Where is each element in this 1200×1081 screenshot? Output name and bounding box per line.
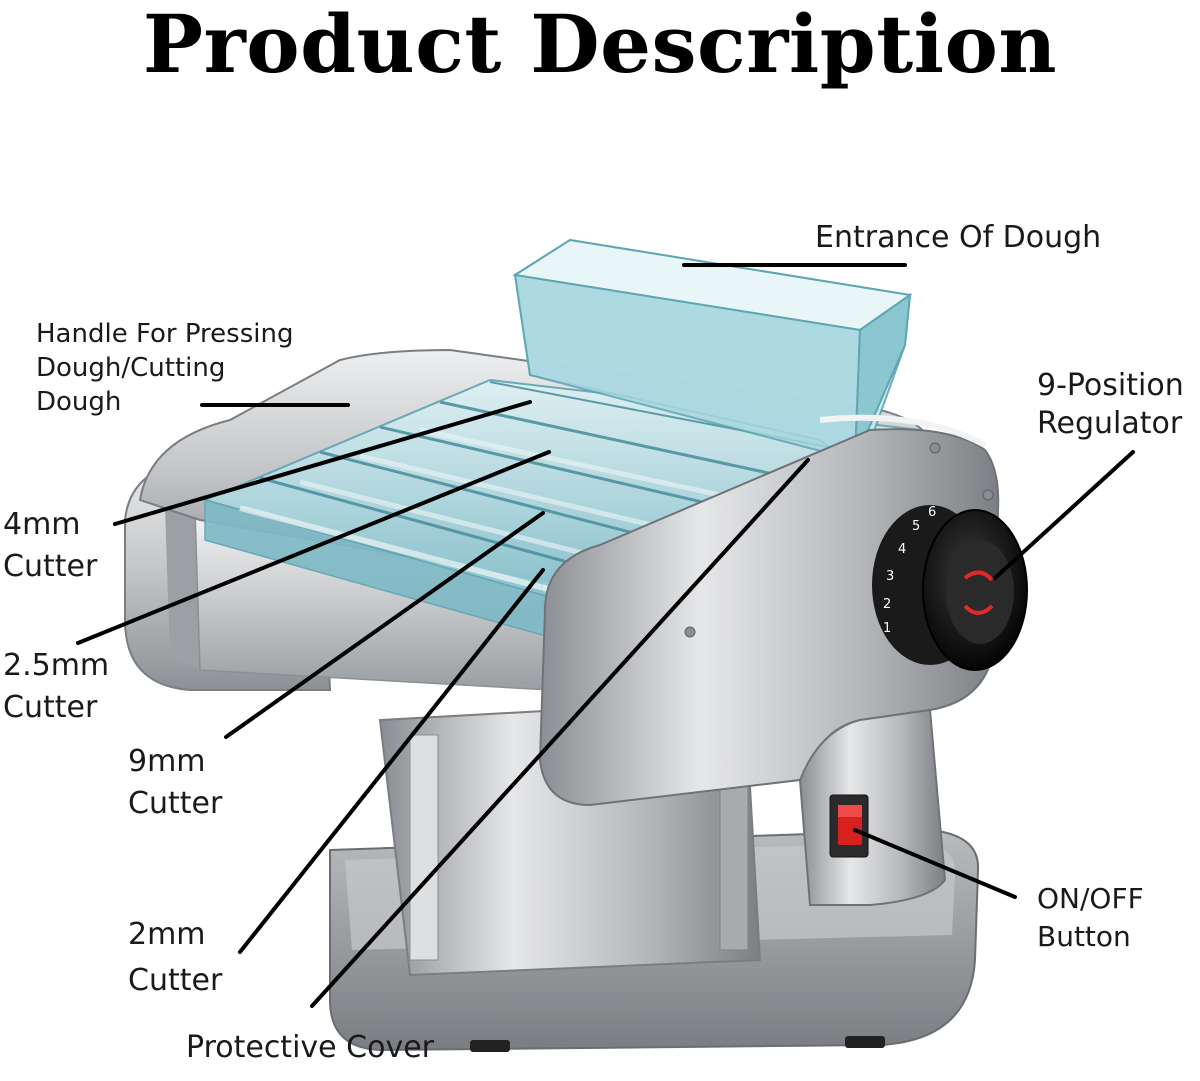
label-regulator: 9-Position Regulator [1037, 368, 1184, 441]
dial-number: 6 [928, 505, 936, 520]
dough-hopper [512, 238, 913, 472]
leader-lines [76, 263, 1135, 1008]
label-9mm-cutter: 9mm Cutter [128, 744, 223, 821]
label-protective-cover: Protective Cover [186, 1030, 434, 1065]
label-onoff-button: ON/OFF Button [1037, 882, 1144, 953]
dial-number: 1 [883, 621, 891, 636]
label-4mm-cutter: 4mm Cutter [3, 507, 98, 584]
regulator-dial: 1 2 3 4 5 6 [872, 505, 1028, 671]
label-2mm-cutter: 2mm Cutter [128, 917, 223, 998]
dial-number: 5 [912, 519, 920, 534]
label-handle: Handle For Pressing Dough/Cutting Dough [36, 319, 294, 417]
page-title: Product Description [142, 0, 1058, 91]
dial-number: 4 [898, 542, 906, 557]
onoff-switch [829, 794, 869, 858]
dial-number: 2 [883, 597, 891, 612]
dial-number: 3 [886, 569, 894, 584]
label-2-5mm-cutter: 2.5mm Cutter [3, 648, 110, 725]
cutter-cover [201, 378, 924, 641]
label-entrance-of-dough: Entrance Of Dough [815, 220, 1102, 255]
